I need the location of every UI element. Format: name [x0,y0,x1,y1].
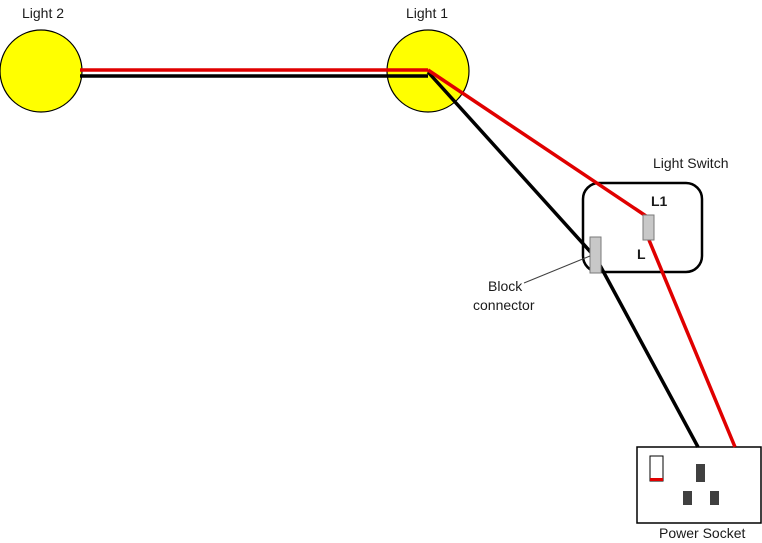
block-connector-label-line2: connector [473,297,535,313]
switch-terminal [642,214,655,241]
light-2-label: Light 2 [22,5,64,21]
live-wire-light1-to-switch [427,68,650,220]
neutral-wire-light1-to-connector [426,70,598,260]
block-connector-label-line1: Block [488,278,523,294]
neutral-wire-connector-to-socket [594,257,700,448]
light-2-lamp [0,29,83,113]
socket-pin-left [683,491,692,505]
block-connector [589,236,602,274]
socket-switch-red-bar [650,478,663,481]
terminal-l1-label: L1 [651,193,668,209]
socket-switch-indicator [649,455,664,482]
live-wire-switch-to-socket [647,239,737,448]
power-socket-label: Power Socket [659,525,745,541]
socket-pin-earth [696,464,705,482]
light-switch-label: Light Switch [653,155,728,171]
block-connector-leader-line [523,255,591,284]
socket-pin-right [710,491,719,505]
light-1-label: Light 1 [406,5,448,21]
terminal-l-label: L [637,246,646,262]
